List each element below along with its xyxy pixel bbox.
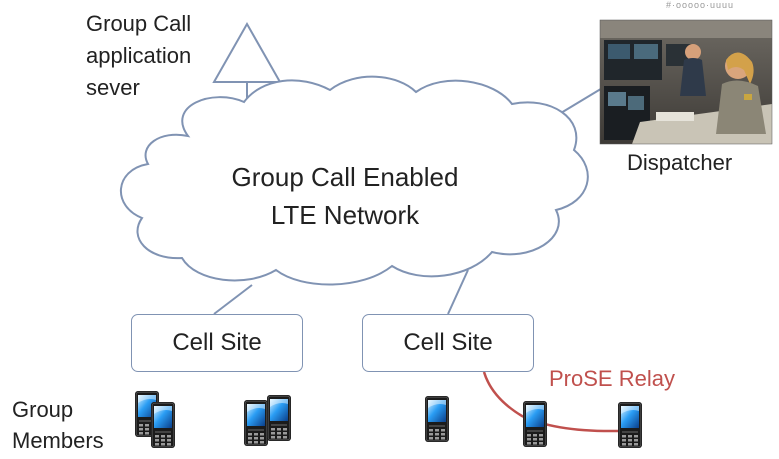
members-label-line: Members [12, 428, 104, 453]
mobile-phone-icon [151, 402, 175, 448]
cell-site-box: Cell Site [131, 314, 303, 372]
network-label: Group Call Enabled LTE Network [200, 158, 490, 234]
dispatcher-photo [599, 19, 773, 145]
antenna-icon [212, 21, 282, 83]
server-label-line: sever [86, 75, 140, 100]
network-label-line: Group Call Enabled [231, 162, 459, 192]
mobile-phone-icon [523, 401, 547, 447]
group-members-label: Group Members [12, 394, 104, 456]
cell-site-2-link [447, 269, 469, 315]
mobile-phone-icon [425, 396, 449, 442]
application-server-label: Group Call application sever [86, 8, 191, 104]
mobile-phone-icon [267, 395, 291, 441]
cell-site-box: Cell Site [362, 314, 534, 372]
cell-site-1-link [213, 284, 253, 315]
prose-relay-line [482, 371, 619, 433]
cloud-icon [119, 75, 589, 286]
group-members-phones [135, 391, 642, 448]
members-label-line: Group [12, 397, 74, 422]
mobile-phone-icon [244, 400, 268, 446]
dispatcher-label: Dispatcher [627, 150, 733, 175]
mobile-phone-icon [618, 402, 642, 448]
network-label-line: LTE Network [270, 200, 420, 230]
server-label-line: Group Call [86, 11, 192, 36]
prose-relay-label: ProSE Relay [549, 366, 675, 391]
corner-text: #·ooooo·uuuu [666, 0, 735, 10]
server-label-line: application [86, 43, 192, 68]
